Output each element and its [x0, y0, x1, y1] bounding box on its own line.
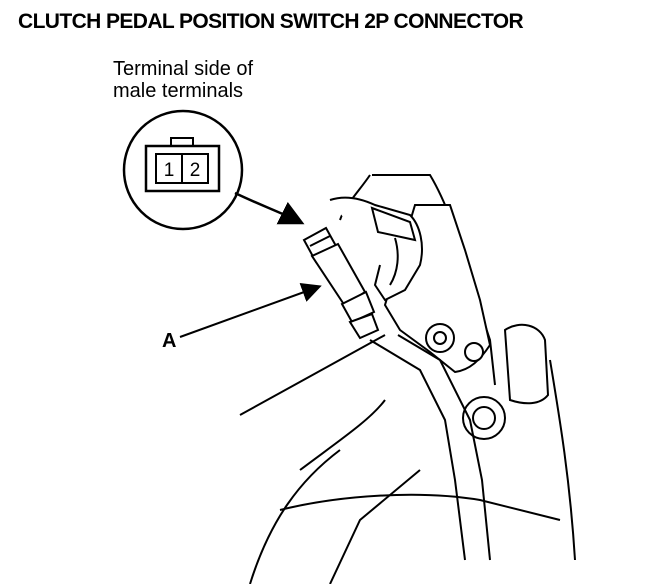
callout-a-leader-line — [179, 283, 322, 338]
terminal-1-label: 1 — [164, 160, 175, 181]
clutch-pedal-position-switch — [302, 226, 380, 340]
connector-detail-circle: 1 2 — [122, 109, 244, 231]
connector-pointer-arrow — [234, 191, 305, 225]
connector-view-note: Terminal side of male terminals — [113, 58, 253, 102]
diagram-title: CLUTCH PEDAL POSITION SWITCH 2P CONNECTO… — [18, 10, 524, 33]
terminal-2-label: 2 — [190, 160, 201, 181]
hand-outline — [329, 196, 423, 302]
pedal-arm — [239, 334, 576, 584]
callout-label-a: A — [162, 330, 177, 352]
connector-view-note-line1: Terminal side of — [113, 58, 254, 80]
connector-view-note-line2: male terminals — [113, 80, 244, 102]
